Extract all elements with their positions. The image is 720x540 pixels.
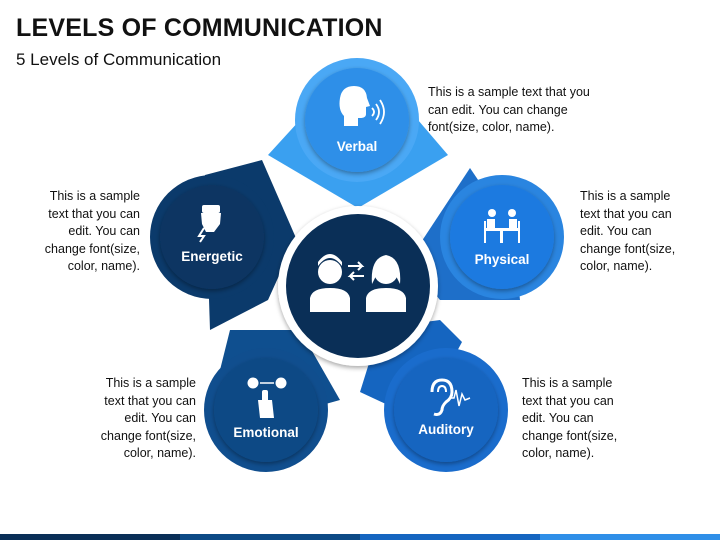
energetic-description: This is a sample text that you can edit.… — [45, 188, 140, 276]
energetic-description-line: text that you can — [48, 206, 140, 221]
energetic-description-line: This is a sample — [49, 189, 140, 203]
verbal-description: This is a sample text that you can edit.… — [428, 84, 590, 137]
auditory-description-line: text that you can — [522, 393, 614, 408]
emotional-description: This is a sample text that you can edit.… — [101, 375, 196, 463]
auditory-description: This is a sample text that you can edit.… — [522, 375, 617, 463]
auditory-label: Auditory — [418, 422, 474, 437]
footer-segment — [0, 534, 180, 540]
footer-segment — [360, 534, 540, 540]
page-title: LEVELS OF COMMUNICATION — [16, 14, 383, 42]
verbal-label: Verbal — [337, 139, 378, 154]
footer-segment — [180, 534, 360, 540]
verbal-description-line: can edit. You can change — [428, 102, 568, 117]
verbal-description-line: font(size, color, name). — [428, 120, 555, 134]
verbal-description-line: This is a sample text that you — [428, 85, 590, 99]
emotional-description-line: edit. You can — [124, 411, 196, 425]
speaking-head-icon — [339, 86, 385, 126]
auditory-description-line: This is a sample — [522, 376, 613, 390]
two-people-exchange-icon — [310, 254, 406, 312]
energetic-circle — [160, 185, 264, 289]
footer-color-bar — [0, 534, 720, 540]
energetic-description-line: edit. You can — [68, 224, 140, 238]
physical-description-line: change font(size, — [580, 241, 676, 256]
emotional-description-line: color, name). — [123, 446, 196, 460]
energetic-description-line: color, name). — [67, 259, 140, 273]
physical-description-line: text that you can — [580, 206, 672, 221]
page-subtitle: 5 Levels of Communication — [16, 50, 222, 69]
emotional-description-line: change font(size, — [100, 428, 196, 443]
emotional-description-line: text that you can — [104, 393, 196, 408]
physical-description-line: color, name). — [580, 259, 653, 273]
raised-fist-icon — [197, 205, 221, 243]
physical-description-line: This is a sample — [580, 189, 671, 203]
center-circle — [286, 214, 430, 358]
auditory-description-line: edit. You can — [522, 411, 594, 425]
emoji-hand-icon — [247, 377, 287, 418]
energetic-description-line: change font(size, — [44, 241, 140, 256]
physical-label: Physical — [475, 252, 530, 267]
physical-description: This is a sample text that you can edit.… — [580, 188, 675, 276]
emotional-description-line: This is a sample — [105, 376, 196, 390]
auditory-description-line: change font(size, — [522, 428, 618, 443]
footer-segment — [540, 534, 720, 540]
auditory-circle — [394, 358, 498, 462]
ear-sound-wave-icon — [430, 378, 471, 416]
emotional-label: Emotional — [233, 425, 298, 440]
auditory-description-line: color, name). — [522, 446, 595, 460]
physical-description-line: edit. You can — [580, 224, 652, 238]
people-at-table-icon — [484, 209, 520, 243]
energetic-label: Energetic — [181, 249, 243, 264]
